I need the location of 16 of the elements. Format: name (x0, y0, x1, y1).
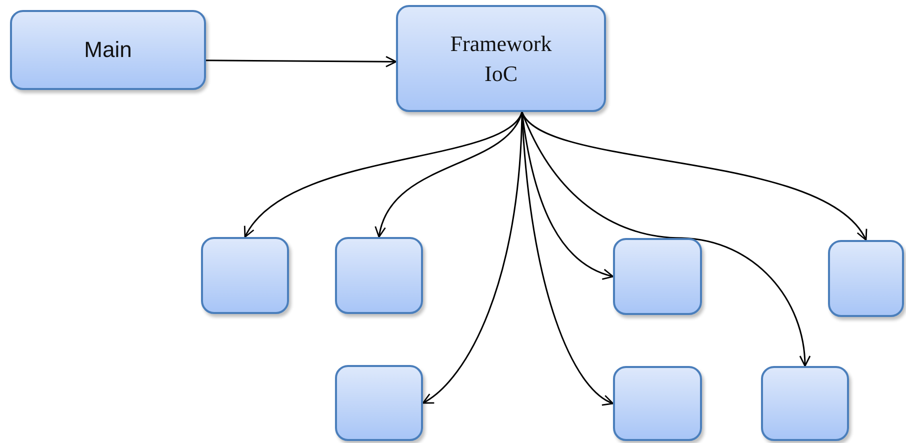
process-box (396, 5, 606, 112)
process-box (10, 10, 206, 90)
empty-box (613, 366, 702, 441)
empty-box (828, 240, 904, 317)
empty-box (201, 237, 289, 314)
arrow (521, 112, 810, 367)
empty-box (613, 238, 702, 315)
empty-box (761, 366, 849, 441)
arrow (206, 56, 397, 68)
arrow (521, 112, 867, 241)
empty-box (335, 237, 423, 314)
arrow (244, 112, 523, 238)
arrow (376, 112, 523, 238)
node-label: Main (84, 36, 132, 64)
node-label: Framework IoC (449, 30, 553, 88)
empty-box (335, 365, 423, 441)
